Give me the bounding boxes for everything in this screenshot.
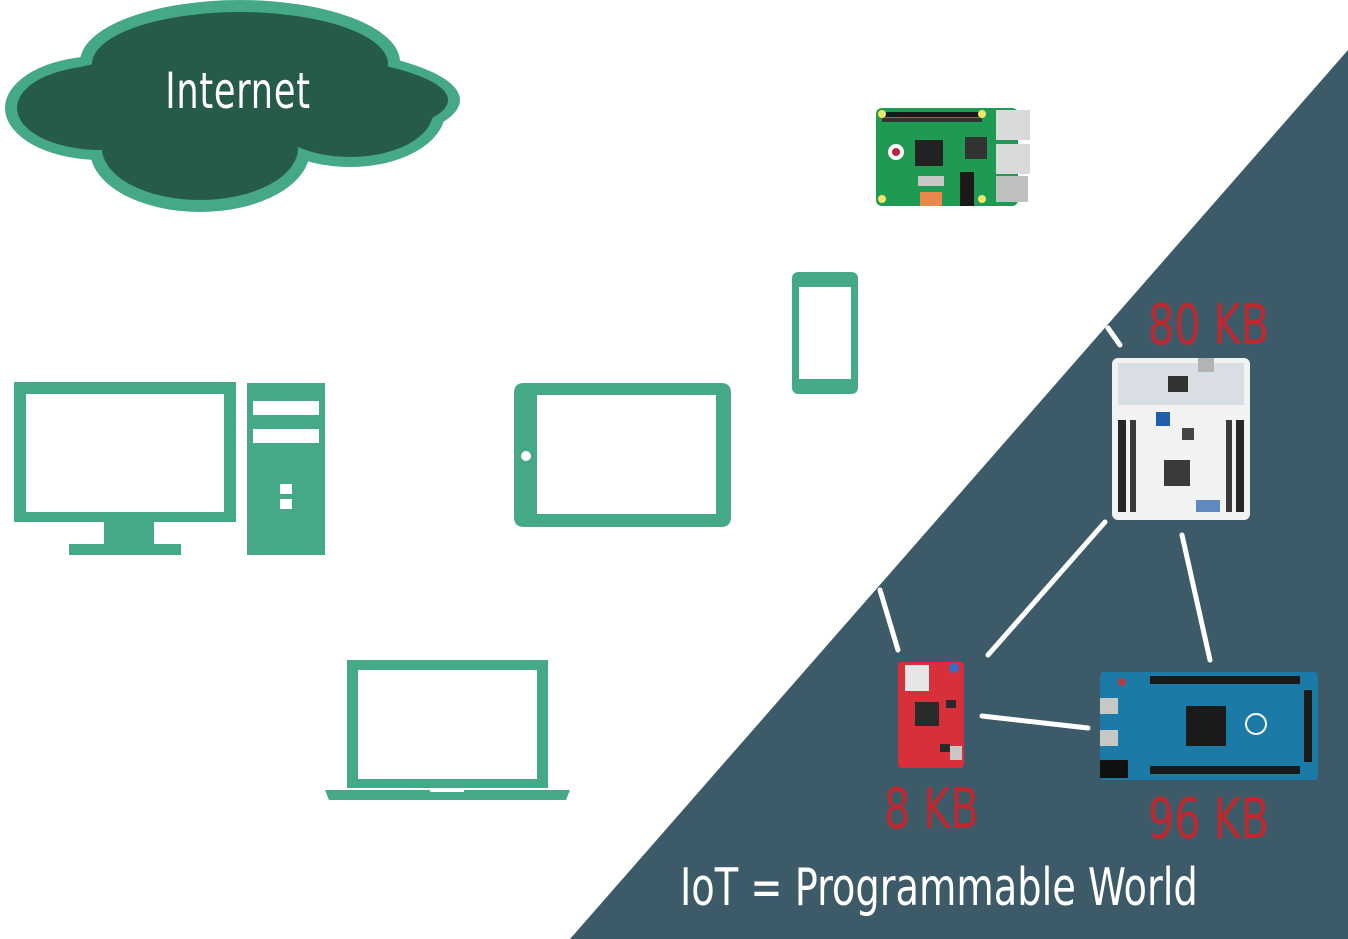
raspberry-pi-board [876, 108, 1030, 206]
nucleo-board [1112, 358, 1250, 520]
smartphone-icon [792, 272, 858, 394]
due-memory-label: 96 KB [1148, 787, 1270, 852]
nucleo-memory-label: 80 KB [1148, 293, 1270, 358]
internet-label: Internet [165, 62, 311, 120]
connection-line [979, 713, 1091, 731]
connection-line [1105, 325, 1123, 348]
connection-line [985, 519, 1108, 658]
connection-line [1179, 532, 1213, 663]
tablet-icon [514, 383, 731, 527]
connection-lines [877, 325, 1213, 731]
laptop-icon [325, 660, 570, 800]
desktop-computer-icon [14, 382, 325, 555]
arduino-due-board [1100, 672, 1318, 780]
connection-line [877, 587, 901, 653]
lopy-memory-label: 8 KB [884, 777, 979, 842]
iot-tagline: IoT = Programmable World [680, 858, 1198, 918]
internet-cloud [5, 0, 460, 212]
red-iot-board [898, 662, 964, 768]
